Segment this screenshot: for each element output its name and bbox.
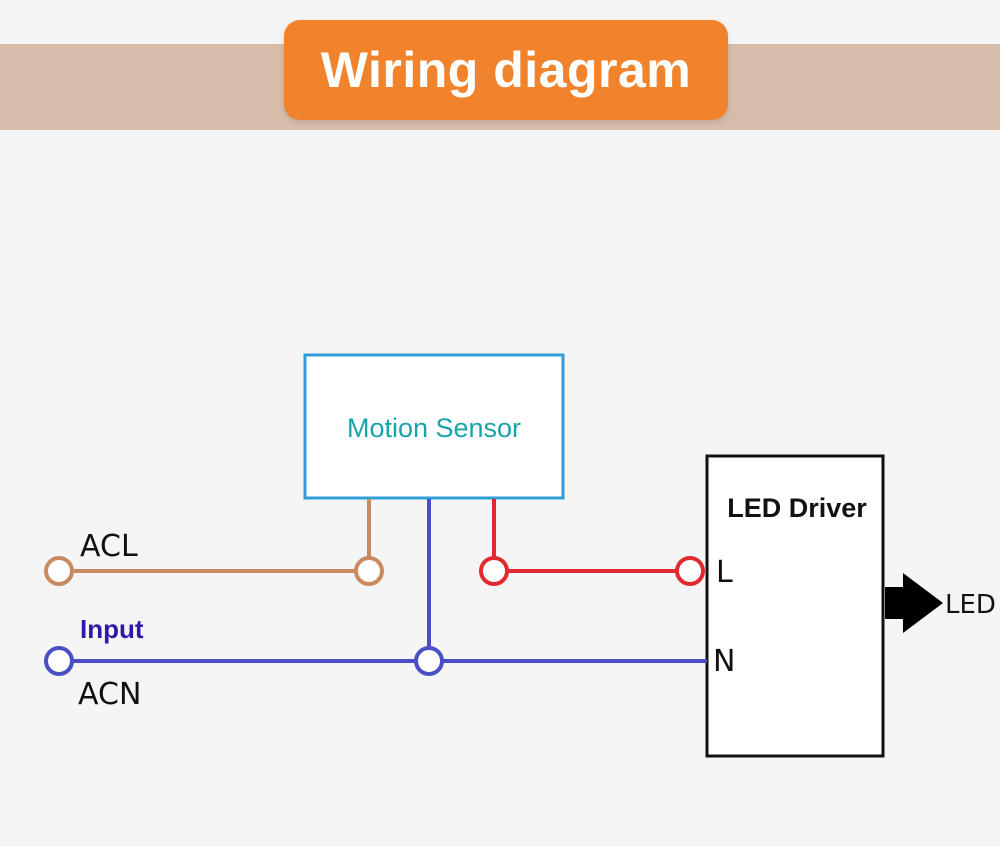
led-driver-label: LED Driver [727, 493, 867, 523]
motion-sensor-label: Motion Sensor [347, 413, 521, 443]
input-label: Input [80, 614, 144, 644]
neutral-junction-terminal [414, 646, 444, 676]
acn-input-terminal [44, 646, 74, 676]
led-output-label: LED [945, 590, 996, 620]
driver-l-terminal [675, 556, 705, 586]
line-sensor-terminal [479, 556, 509, 586]
acn-label: ACN [78, 677, 141, 712]
acl-label: ACL [80, 529, 138, 564]
page-title: Wiring diagram [320, 42, 692, 98]
motion-sensor-box [303, 353, 565, 500]
terminal-l-label: L [716, 555, 733, 590]
acl-input-terminal [44, 556, 74, 586]
led-driver-box [705, 454, 885, 758]
terminal-n-label: N [713, 644, 735, 679]
acl-sensor-terminal [354, 556, 384, 586]
title-badge: Wiring diagram [284, 20, 728, 120]
led-output-arrow [885, 573, 943, 633]
